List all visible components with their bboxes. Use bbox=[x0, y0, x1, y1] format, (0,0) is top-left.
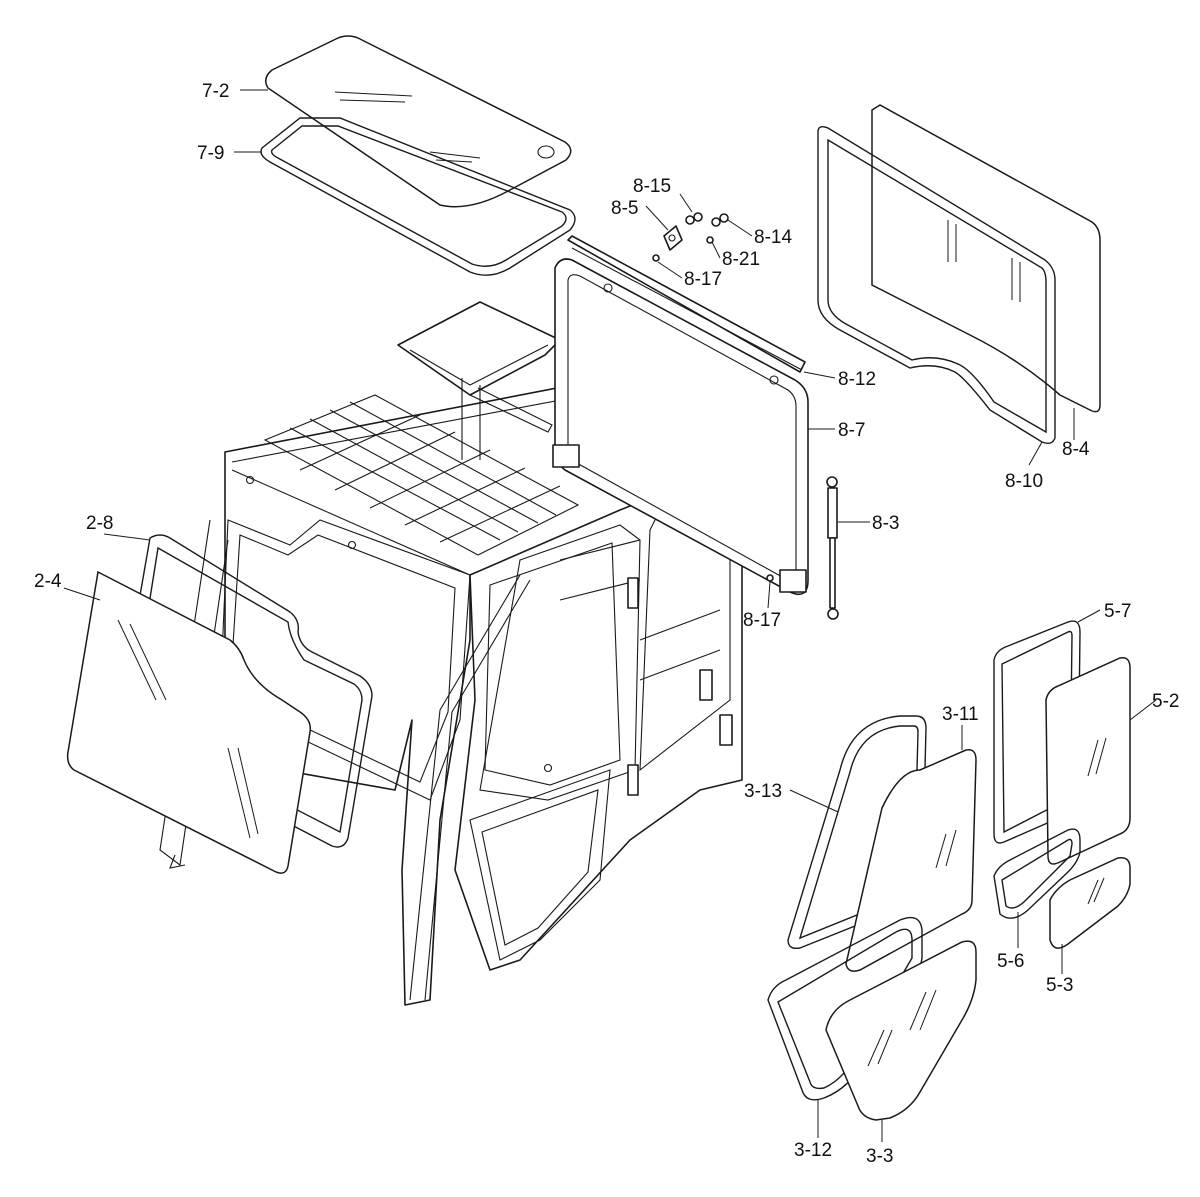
label-8-14: 8-14 bbox=[754, 227, 792, 248]
label-3-3: 3-3 bbox=[866, 1146, 893, 1167]
label-8-15: 8-15 bbox=[633, 176, 671, 197]
part-7-9-roof-seal bbox=[260, 117, 576, 276]
part-8-3-gas-strut bbox=[826, 476, 839, 620]
part-8-10-rear-seal bbox=[817, 125, 1056, 445]
label-8-4: 8-4 bbox=[1062, 439, 1090, 460]
label-5-7: 5-7 bbox=[1104, 601, 1131, 622]
cab-frame bbox=[159, 301, 743, 1006]
label-8-12: 8-12 bbox=[838, 369, 876, 390]
part-8-4-rear-glass bbox=[871, 104, 1101, 413]
label-8-5: 8-5 bbox=[611, 198, 638, 219]
label-7-2: 7-2 bbox=[202, 81, 229, 102]
part-3-3-lower-glass bbox=[825, 940, 977, 1121]
label-8-3: 8-3 bbox=[872, 513, 899, 534]
label-5-3: 5-3 bbox=[1046, 975, 1073, 996]
label-3-11: 3-11 bbox=[942, 704, 979, 725]
label-7-9: 7-9 bbox=[197, 143, 224, 164]
label-5-2: 5-2 bbox=[1152, 691, 1179, 712]
label-8-17-upper: 8-17 bbox=[684, 269, 722, 290]
part-8-7-window-frame bbox=[552, 258, 809, 596]
callout-labels: 7-2 7-9 8-15 8-5 8-14 8-21 8-17 8-12 8-7… bbox=[34, 81, 1179, 1167]
hardware-parts bbox=[652, 212, 774, 582]
label-3-13: 3-13 bbox=[744, 781, 782, 802]
part-5-3-small-glass bbox=[1049, 856, 1131, 949]
leader-lines bbox=[63, 89, 1157, 1142]
label-8-7: 8-7 bbox=[838, 420, 865, 441]
label-3-12: 3-12 bbox=[794, 1140, 832, 1161]
part-2-4-front-glass bbox=[66, 570, 312, 874]
label-8-21: 8-21 bbox=[722, 249, 760, 270]
label-8-17-lower: 8-17 bbox=[743, 610, 781, 631]
part-5-2-quarter-glass bbox=[1045, 656, 1131, 865]
label-2-4: 2-4 bbox=[34, 571, 62, 592]
part-8-12-strip bbox=[567, 235, 806, 373]
label-8-10: 8-10 bbox=[1005, 471, 1043, 492]
label-2-8: 2-8 bbox=[86, 513, 113, 534]
part-3-11-door-glass bbox=[845, 748, 977, 972]
label-5-6: 5-6 bbox=[997, 951, 1024, 972]
part-7-2-roof-glass bbox=[265, 35, 572, 208]
